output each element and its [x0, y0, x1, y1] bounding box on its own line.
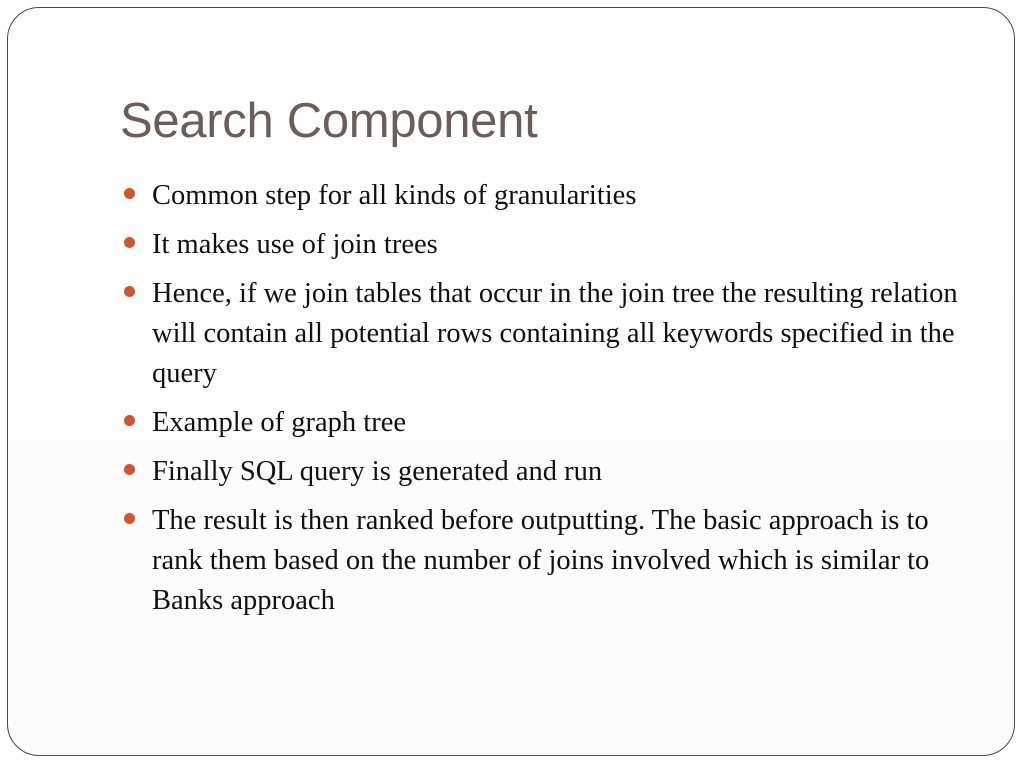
- bullet-item: The result is then ranked before outputt…: [124, 501, 984, 621]
- bullet-text: The result is then ranked before outputt…: [152, 505, 930, 616]
- bullet-dot-icon: [124, 464, 135, 475]
- bullet-item: Common step for all kinds of granulariti…: [124, 176, 984, 216]
- bullet-dot-icon: [124, 513, 135, 524]
- bullet-text: Common step for all kinds of granulariti…: [152, 180, 637, 211]
- slide-frame: Search Component Common step for all kin…: [7, 7, 1015, 756]
- bullet-item: It makes use of join trees: [124, 225, 984, 265]
- bullet-text: Finally SQL query is generated and run: [152, 456, 603, 487]
- bullet-text: Example of graph tree: [152, 407, 407, 438]
- bullet-dot-icon: [124, 415, 135, 426]
- bullet-dot-icon: [124, 237, 135, 248]
- bullet-item: Finally SQL query is generated and run: [124, 452, 984, 492]
- bullet-item: Example of graph tree: [124, 403, 984, 443]
- bullet-text: Hence, if we join tables that occur in t…: [152, 278, 958, 389]
- bullet-list: Common step for all kinds of granulariti…: [124, 176, 984, 630]
- bullet-text: It makes use of join trees: [152, 229, 438, 260]
- bullet-item: Hence, if we join tables that occur in t…: [124, 274, 984, 394]
- slide-title: Search Component: [120, 94, 538, 148]
- bullet-dot-icon: [124, 286, 135, 297]
- bullet-dot-icon: [124, 188, 135, 199]
